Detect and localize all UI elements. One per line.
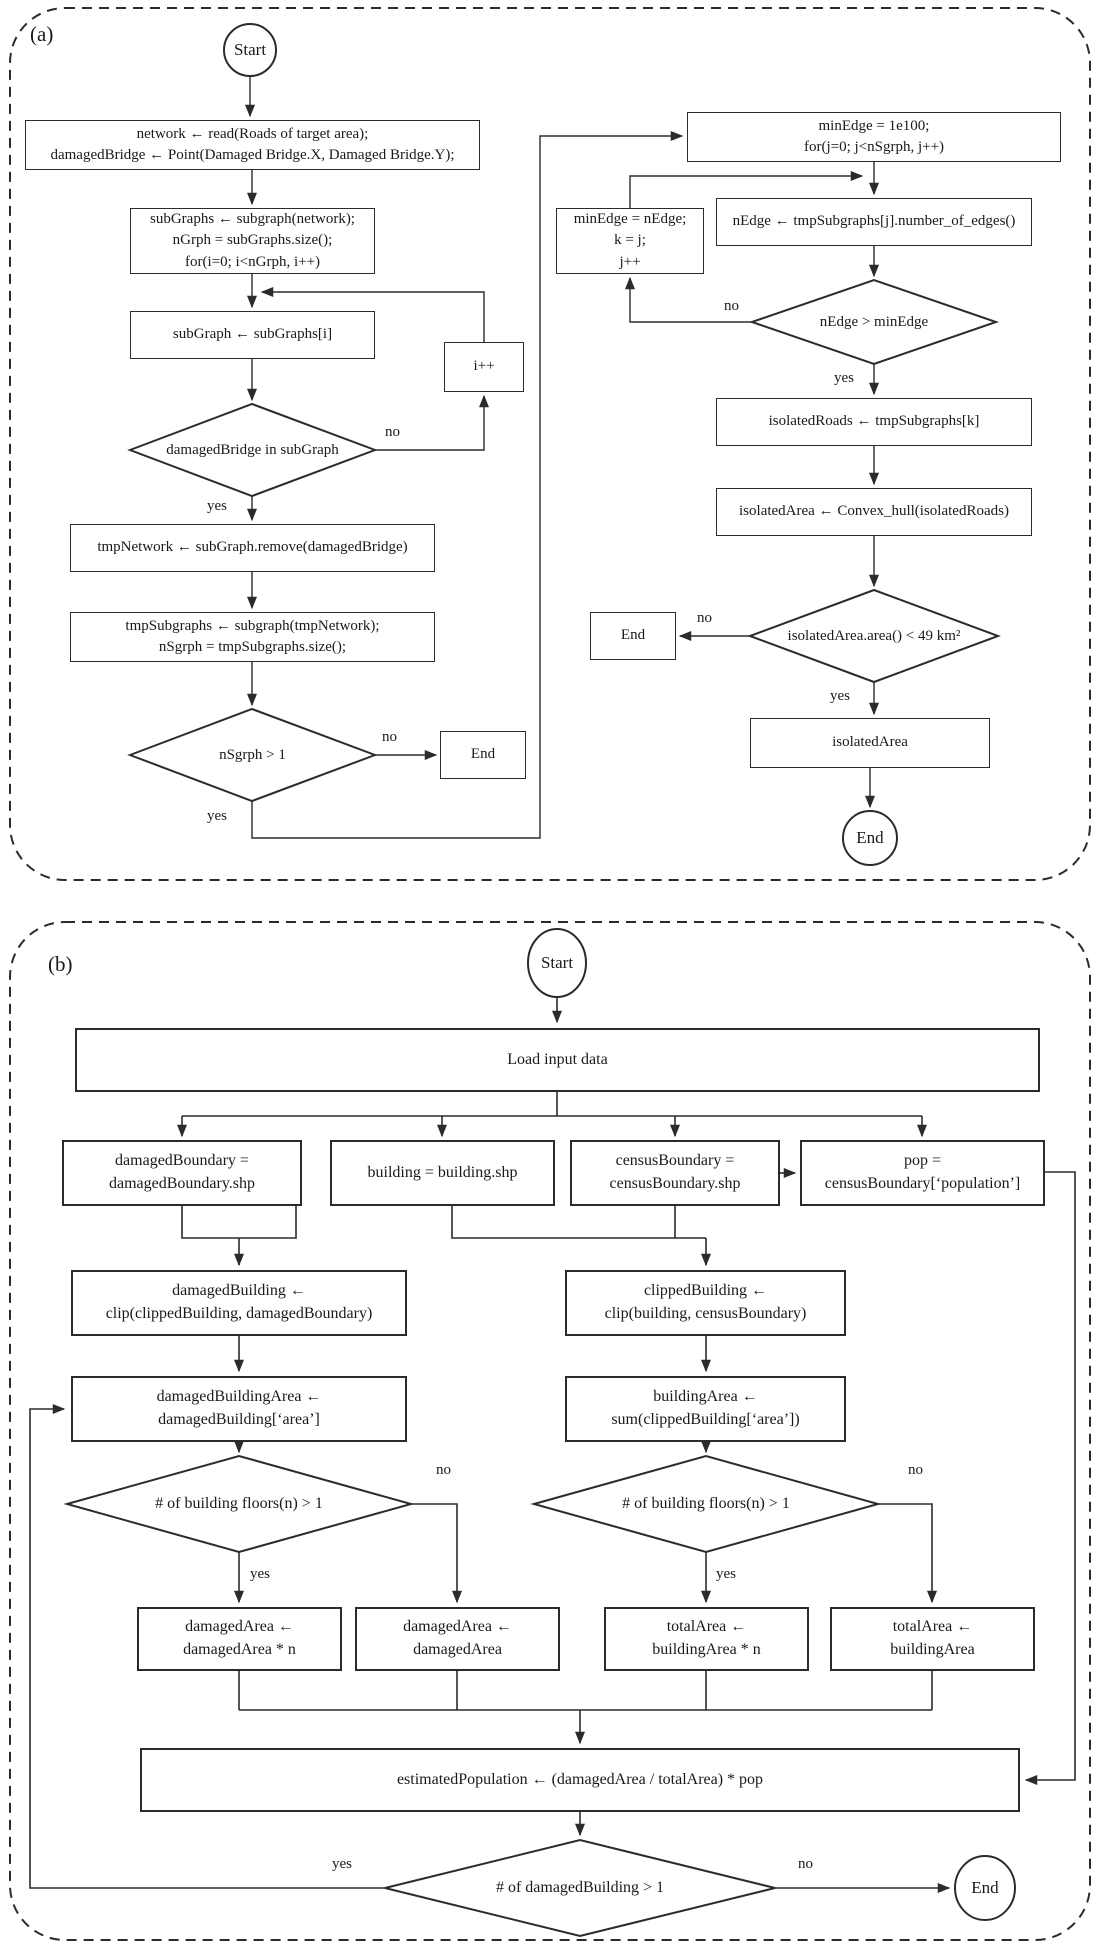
panel-a-connectors xyxy=(245,76,879,839)
node-estimated-population: estimatedPopulation ← (damagedArea / tot… xyxy=(140,1748,1020,1812)
start-label-b: Start xyxy=(540,953,574,972)
node-pop: pop = censusBoundary[‘population’] xyxy=(800,1140,1045,1206)
edge-label-yes-5: yes xyxy=(250,1566,270,1582)
end-terminator-b xyxy=(954,1855,1016,1921)
panel-a-shapes xyxy=(127,23,1001,866)
start-label-a: Start xyxy=(233,40,267,59)
node-tmp-subgraphs: tmpSubgraphs ← subgraph(tmpNetwork); nSg… xyxy=(70,612,435,662)
edge-label-no-1: no xyxy=(385,424,400,440)
decision-bridge-label: damagedBridge in subGraph xyxy=(166,441,339,458)
decision-area-shape xyxy=(747,588,1001,684)
node-total-area: totalArea ← buildingArea xyxy=(830,1607,1035,1671)
decision-bridge-shape xyxy=(127,402,378,498)
edge-label-no-2: no xyxy=(382,729,397,745)
node-building: building = building.shp xyxy=(330,1140,555,1206)
node-end-box-right: End xyxy=(590,612,676,660)
panel-b-shapes xyxy=(63,928,1016,1938)
edge-label-yes-1: yes xyxy=(207,498,227,514)
node-convex-hull: isolatedArea ← Convex_hull(isolatedRoads… xyxy=(716,488,1032,536)
edge-label-yes-4: yes xyxy=(830,688,850,704)
end-label-a: End xyxy=(856,828,884,847)
edge-label-yes-7: yes xyxy=(332,1856,352,1872)
decision-edge-shape xyxy=(748,278,1000,366)
node-n-edge: nEdge ← tmpSubgraphs[j].number_of_edges(… xyxy=(716,198,1032,246)
edge-label-no-4: no xyxy=(697,610,712,626)
panel-b-label: (b) xyxy=(48,952,73,976)
node-damaged-area: damagedArea ← damagedArea xyxy=(355,1607,560,1671)
panel-a-label: (a) xyxy=(30,22,54,46)
node-update-min-edge: minEdge = nEdge; k = j; j++ xyxy=(556,208,704,274)
node-subgraph-i: subGraph ← subGraphs[i] xyxy=(130,311,375,359)
edge-label-no-3: no xyxy=(724,298,739,314)
edge-label-yes-3: yes xyxy=(834,370,854,386)
node-total-area-n: totalArea ← buildingArea * n xyxy=(604,1607,809,1671)
edge-label-no-7: no xyxy=(798,1856,813,1872)
decision-damaged-shape xyxy=(384,1838,776,1938)
node-clipped-building: clippedBuilding ← clip(building, censusB… xyxy=(565,1270,846,1336)
panel-b-frame xyxy=(9,921,1091,1941)
edge-label-no-5: no xyxy=(436,1462,451,1478)
decision-area-label: isolatedArea.area() < 49 km² xyxy=(787,627,961,644)
node-isolated-area: isolatedArea xyxy=(750,718,990,768)
node-isolated-roads: isolatedRoads ← tmpSubgraphs[k] xyxy=(716,398,1032,446)
edge-label-no-6: no xyxy=(908,1462,923,1478)
edge-label-yes-6: yes xyxy=(716,1566,736,1582)
decision-edge-label: nEdge > minEdge xyxy=(819,313,929,330)
node-load-input: Load input data xyxy=(75,1028,1040,1092)
node-end-box-left: End xyxy=(440,731,526,779)
decision-damaged-label: # of damagedBuilding > 1 xyxy=(495,1879,665,1896)
start-terminator-a xyxy=(223,23,277,77)
decision-floors-left-label: # of building floors(n) > 1 xyxy=(155,1495,323,1512)
node-census-boundary: censusBoundary = censusBoundary.shp xyxy=(570,1140,780,1206)
node-increment-i: i++ xyxy=(444,342,524,392)
node-tmp-network: tmpNetwork ← subGraph.remove(damagedBrid… xyxy=(70,524,435,572)
end-terminator-a xyxy=(842,810,898,866)
decision-floors-left-shape xyxy=(63,1454,415,1554)
decision-floors-right-shape xyxy=(530,1454,882,1554)
decision-nsgrph-shape xyxy=(127,707,378,803)
node-damaged-boundary: damagedBoundary = damagedBoundary.shp xyxy=(62,1140,302,1206)
decision-nsgrph-label: nSgrph > 1 xyxy=(219,746,286,763)
node-damaged-building-area: damagedBuildingArea ← damagedBuilding[‘a… xyxy=(71,1376,407,1442)
start-terminator-b xyxy=(527,928,587,998)
end-label-b: End xyxy=(971,1878,999,1897)
node-damaged-building: damagedBuilding ← clip(clippedBuilding, … xyxy=(71,1270,407,1336)
panel-b-connectors xyxy=(29,997,1076,1893)
node-read-network: network ← read(Roads of target area); da… xyxy=(25,120,480,170)
node-building-area: buildingArea ← sum(clippedBuilding[‘area… xyxy=(565,1376,846,1442)
node-subgraphs: subGraphs ← subgraph(network); nGrph = s… xyxy=(130,208,375,274)
edge-label-yes-2: yes xyxy=(207,808,227,824)
node-min-edge-init: minEdge = 1e100; for(j=0; j<nSgrph, j++) xyxy=(687,112,1061,162)
decision-floors-right-label: # of building floors(n) > 1 xyxy=(622,1495,790,1512)
panel-a-frame xyxy=(9,7,1091,881)
node-damaged-area-n: damagedArea ← damagedArea * n xyxy=(137,1607,342,1671)
